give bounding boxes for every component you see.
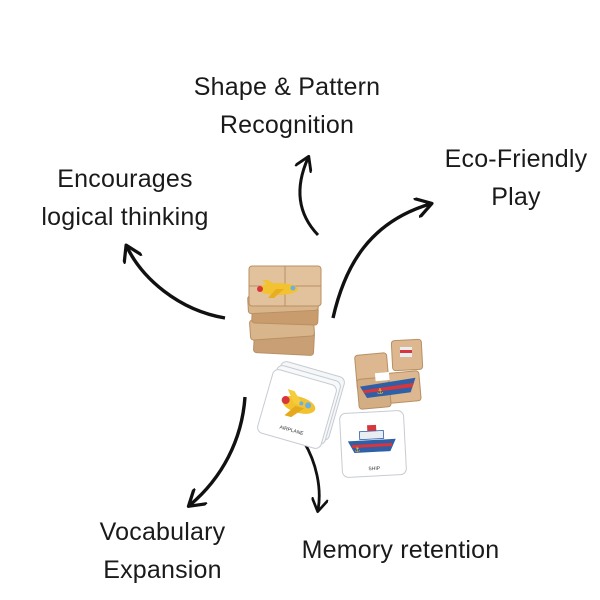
top-puzzle-tile (248, 265, 322, 307)
ship-icon: ⚓ (347, 424, 396, 454)
airplane-icon (257, 280, 298, 298)
arrow-to-vocabulary (190, 396, 247, 505)
shape-pattern-line-1: Shape & Pattern (193, 73, 381, 101)
eco-friendly-line-1: Eco-Friendly (444, 145, 588, 173)
vocabulary-label: Vocabulary Expansion (80, 513, 245, 589)
eco-friendly-label: Eco-Friendly Play (432, 140, 600, 216)
shape-pattern-line-2: Recognition (219, 111, 355, 139)
ship-puzzle-tiles: ⚓ (354, 338, 424, 410)
svg-text:⚓: ⚓ (354, 446, 361, 454)
shape-pattern-label: Shape & Pattern Recognition (187, 68, 387, 144)
logical-thinking-label: Encourages logical thinking (20, 160, 230, 236)
logical-thinking-line-2: logical thinking (41, 203, 209, 231)
vocabulary-line-2: Expansion (103, 556, 222, 584)
svg-text:⚓: ⚓ (376, 387, 384, 397)
ship-icon: ⚓ (360, 372, 416, 399)
airplane-icon (281, 389, 316, 418)
ship-card-label: SHIP (368, 466, 381, 473)
arrow-to-shape-pattern (300, 158, 320, 237)
ship-card: ⚓ SHIP (339, 410, 407, 478)
arrow-to-logical-thinking (127, 247, 226, 320)
vocabulary-line-1: Vocabulary (99, 518, 226, 546)
memory-label: Memory retention (278, 531, 523, 569)
memory-line-1: Memory retention (301, 536, 500, 564)
wooden-block-stack (247, 265, 322, 356)
ship-chimney-icon (400, 347, 412, 357)
eco-friendly-line-2: Play (491, 183, 541, 211)
airplane-card-stack: AIRPLANE (257, 361, 345, 449)
arrow-to-eco-friendly (331, 204, 430, 319)
arrow-to-memory (302, 441, 319, 510)
logical-thinking-line-1: Encourages (57, 165, 193, 193)
